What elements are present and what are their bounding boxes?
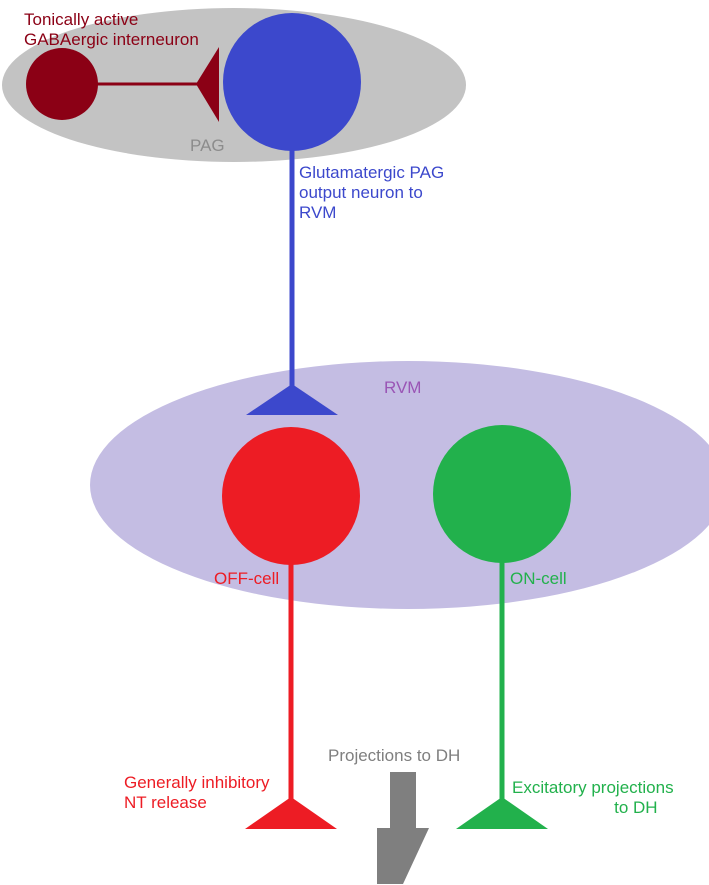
gaba-label-line-1: Tonically active — [24, 10, 139, 29]
on-output-label: Excitatory projections to DH — [512, 778, 674, 818]
dh-projection-label: Projections to DH — [328, 746, 461, 765]
rvm-region — [90, 361, 709, 609]
on-cell-label: ON-cell — [510, 569, 567, 588]
off-output-label: Generally inhibitory NT release — [124, 773, 270, 813]
off-cell-terminal — [245, 797, 337, 829]
dh-projection-arrow — [377, 772, 429, 884]
off-cell-soma — [222, 427, 360, 565]
pag-output-label-line-1: Glutamatergic PAG — [299, 163, 445, 182]
gaba-terminal — [196, 47, 219, 122]
off-cell-label: OFF-cell — [214, 569, 280, 588]
on-cell-terminal — [456, 797, 548, 829]
on-cell-soma — [433, 425, 571, 563]
on-output-label-line-1: Excitatory projections — [512, 778, 674, 797]
pag-output-label-line-3: RVM — [299, 203, 337, 222]
pag-region-label: PAG — [190, 136, 225, 155]
pag-output-soma — [223, 13, 361, 151]
pag-output-terminal — [246, 384, 338, 415]
off-output-label-line-2: NT release — [124, 793, 207, 812]
gaba-soma — [26, 48, 98, 120]
pag-output-label: Glutamatergic PAG output neuron to RVM — [299, 163, 444, 223]
rvm-region-label: RVM — [384, 378, 422, 397]
gaba-label: Tonically active GABAergic interneuron — [24, 10, 199, 50]
gaba-label-line-2: GABAergic interneuron — [24, 30, 199, 49]
on-output-label-line-2: to DH — [614, 798, 658, 817]
off-output-label-line-1: Generally inhibitory — [124, 773, 270, 792]
pag-output-label-line-2: output neuron to — [299, 183, 423, 202]
